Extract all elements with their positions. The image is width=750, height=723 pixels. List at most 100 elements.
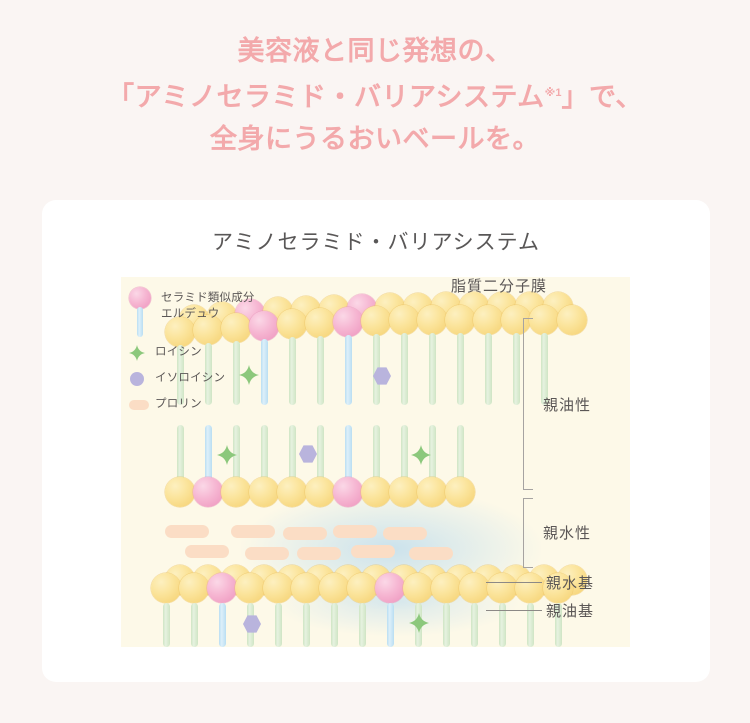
lipid-tail-inner (261, 425, 268, 483)
lipid-tail-lower (555, 603, 562, 647)
lipid-head-lower (543, 573, 573, 603)
legend-label-leucine: ロイシン (155, 346, 202, 358)
lipid-head-lower (459, 573, 489, 603)
card-title: アミノセラミド・バリアシステム (211, 231, 541, 254)
heading-line-3: 全身にうるおいベールを。 (210, 124, 540, 154)
ceramide-tail-lower (219, 603, 226, 647)
lipid-head (557, 305, 587, 335)
isoleucine-circle-icon (130, 372, 144, 386)
lipid-tail-lower (499, 603, 506, 647)
hydrophilic-label: 親水性 (543, 525, 592, 542)
proline-bar-icon (129, 400, 149, 410)
ceramide-head-inner (193, 477, 223, 507)
lipid-head (193, 315, 223, 345)
ceramide-tail (261, 339, 268, 405)
legend-label-ceramide-line2: エルデュウ (161, 308, 220, 320)
lipid-head-lower (403, 573, 433, 603)
lipid-tail (177, 345, 184, 405)
lipid-tail-lower (527, 603, 534, 647)
isoleucine-hexagon-icon (299, 445, 317, 463)
leucine-cross-icon (409, 613, 429, 633)
page-heading: 美容液と同じ発想の、 「アミノセラミド・バリアシステム※1」で、 全身にうるおい… (0, 30, 750, 160)
lipid-head (361, 306, 391, 336)
ceramide-tail-lower (387, 603, 394, 647)
lipid-head-inner (417, 477, 447, 507)
lipid-tail-inner (289, 425, 296, 483)
hydrophilic-group-label: 親水基 (546, 575, 595, 592)
ceramide-stem-icon (137, 307, 143, 337)
ceramide-head-lower (375, 573, 405, 603)
heading-line-2: 「アミノセラミド・バリアシステム※1」で、 (0, 72, 750, 118)
lipid-head-lower (151, 573, 181, 603)
lipid-head (165, 317, 195, 347)
leucine-cross-icon (217, 445, 237, 465)
lipid-head (277, 309, 307, 339)
lipophilic-group-leader (486, 610, 542, 611)
lipid-head (445, 305, 475, 335)
lipid-tail-lower (359, 603, 366, 647)
lipid-bilayer-label: 脂質二分子膜 (451, 278, 548, 295)
hydrophilic-bracket (523, 498, 533, 568)
leucine-cross-icon (129, 345, 145, 361)
proline-bar (333, 525, 377, 538)
lipid-head-lower (431, 573, 461, 603)
lipid-tail (485, 333, 492, 405)
lipid-head-inner (305, 477, 335, 507)
lipid-tail (233, 341, 240, 405)
lipophilic-bracket (523, 318, 533, 490)
hydrophilic-group-leader (486, 582, 542, 583)
lipid-head-lower (487, 573, 517, 603)
heading-line-2-pre: 「アミノセラミド・バリアシステム (107, 82, 545, 112)
lipid-tail-lower (191, 603, 198, 647)
lipid-tail (457, 333, 464, 405)
lipid-tail-lower (303, 603, 310, 647)
lipid-tail-inner (233, 425, 240, 483)
lipid-head-inner (249, 477, 279, 507)
lipid-tail-lower (471, 603, 478, 647)
ceramide-head-inner (333, 477, 363, 507)
legend-label-isoleucine: イソロイシン (155, 372, 226, 384)
lipid-head-lower (347, 573, 377, 603)
proline-bar (231, 525, 275, 538)
ceramide-tail-inner (205, 425, 212, 483)
lipid-tail-inner (401, 425, 408, 483)
isoleucine-hexagon-icon (373, 367, 391, 385)
lipid-tail (317, 336, 324, 405)
lipid-head-inner (221, 477, 251, 507)
lipid-head-lower (263, 573, 293, 603)
lipid-tail-inner (177, 425, 184, 483)
lipid-tail-inner (317, 425, 324, 483)
ceramide-tail (345, 335, 352, 405)
lipid-tail (289, 337, 296, 405)
proline-bar (297, 547, 341, 560)
lipid-head-lower (291, 573, 321, 603)
lipid-head-lower (179, 573, 209, 603)
proline-bar (185, 545, 229, 558)
lipophilic-label: 親油性 (543, 397, 592, 414)
lipid-tail (429, 333, 436, 405)
heading-line-1: 美容液と同じ発想の、 (237, 36, 513, 66)
lipid-head-lower (515, 573, 545, 603)
lipid-head (305, 308, 335, 338)
lipid-head (529, 305, 559, 335)
lipid-tail (205, 343, 212, 405)
lipid-head (389, 305, 419, 335)
proline-bar (245, 547, 289, 560)
lipid-tail-lower (275, 603, 282, 647)
proline-bar (383, 527, 427, 540)
lipophilic-group-label: 親油基 (546, 603, 595, 620)
lipid-tail-lower (331, 603, 338, 647)
diagram-card: アミノセラミド・バリアシステム (42, 200, 710, 682)
lipid-head (473, 305, 503, 335)
heading-line-2-post: 」で、 (561, 82, 643, 112)
lipid-tail-inner (457, 425, 464, 483)
ceramide-tail-inner (345, 425, 352, 483)
leucine-cross-icon (411, 445, 431, 465)
legend-label-proline: プロリン (155, 398, 202, 410)
lipid-head-inner (277, 477, 307, 507)
proline-bar (165, 525, 209, 538)
proline-bar (351, 545, 395, 558)
lipid-head (417, 305, 447, 335)
proline-bar (283, 527, 327, 540)
legend-label-ceramide-line1: セラミド類似成分 (161, 292, 255, 304)
